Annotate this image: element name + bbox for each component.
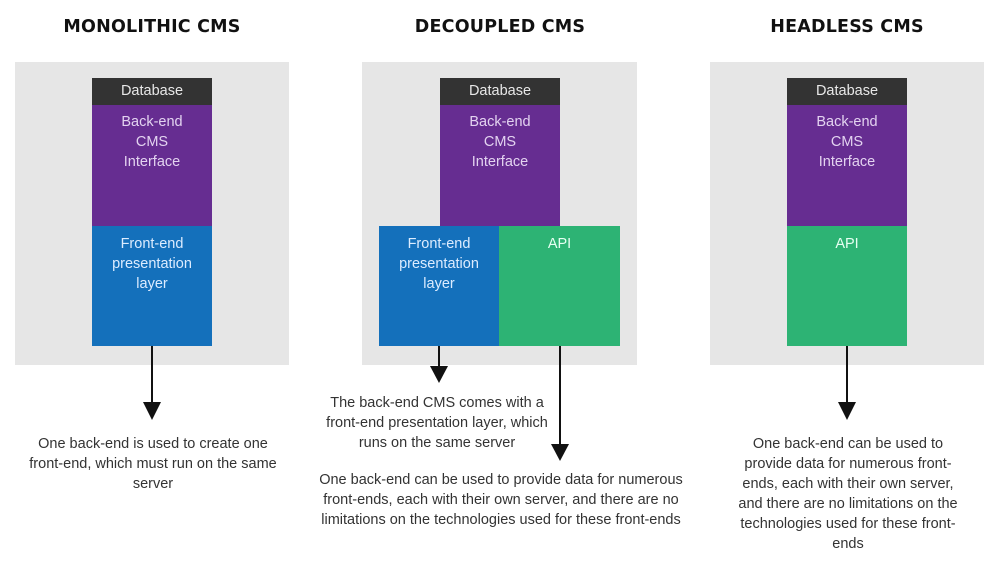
headless-database-block: Database [787,78,907,105]
monolithic-description: One back-end is used to create one front… [29,436,277,492]
backend-label-line: Interface [471,154,529,170]
decoupled-api-block: API [499,226,620,346]
backend-label-line: CMS [483,134,517,150]
frontend-label-line: layer [136,276,168,292]
decoupled-api-description: One back-end can be used to provide data… [319,472,683,528]
backend-label-line: Back-end [121,114,183,130]
headless-description: One back-end can be used to provide data… [738,436,958,552]
decoupled-database-block: Database [440,78,560,105]
headless-api-block: API [787,226,907,346]
decoupled-api-arrow [551,346,569,461]
frontend-label-line: presentation [399,256,479,272]
decoupled-frontend-block: Front-end presentation layer [379,226,499,346]
decoupled-frontend-description: The back-end CMS comes with a front-end … [326,395,548,451]
headless-title: HEADLESS CMS [770,17,924,37]
monolithic-title: MONOLITHIC CMS [63,17,241,37]
decoupled-title: DECOUPLED CMS [414,17,586,37]
backend-label-line: Back-end [816,114,878,130]
frontend-label-line: Front-end [120,236,184,252]
backend-label-line: Interface [123,154,181,170]
headless-arrow [838,346,856,420]
frontend-label-line: layer [423,276,455,292]
backend-label-line: CMS [135,134,169,150]
backend-label-line: CMS [830,134,864,150]
decoupled-frontend-arrow [430,346,448,383]
decoupled-backend-block: Back-end CMS Interface [440,105,560,226]
monolithic-database-block: Database [92,78,212,105]
backend-label-line: Interface [818,154,876,170]
monolithic-frontend-block: Front-end presentation layer [92,226,212,346]
monolithic-backend-block: Back-end CMS Interface [92,105,212,226]
backend-label-line: Back-end [469,114,531,130]
headless-backend-block: Back-end CMS Interface [787,105,907,226]
monolithic-arrow [143,346,161,420]
frontend-label-line: Front-end [407,236,471,252]
frontend-label-line: presentation [112,256,192,272]
